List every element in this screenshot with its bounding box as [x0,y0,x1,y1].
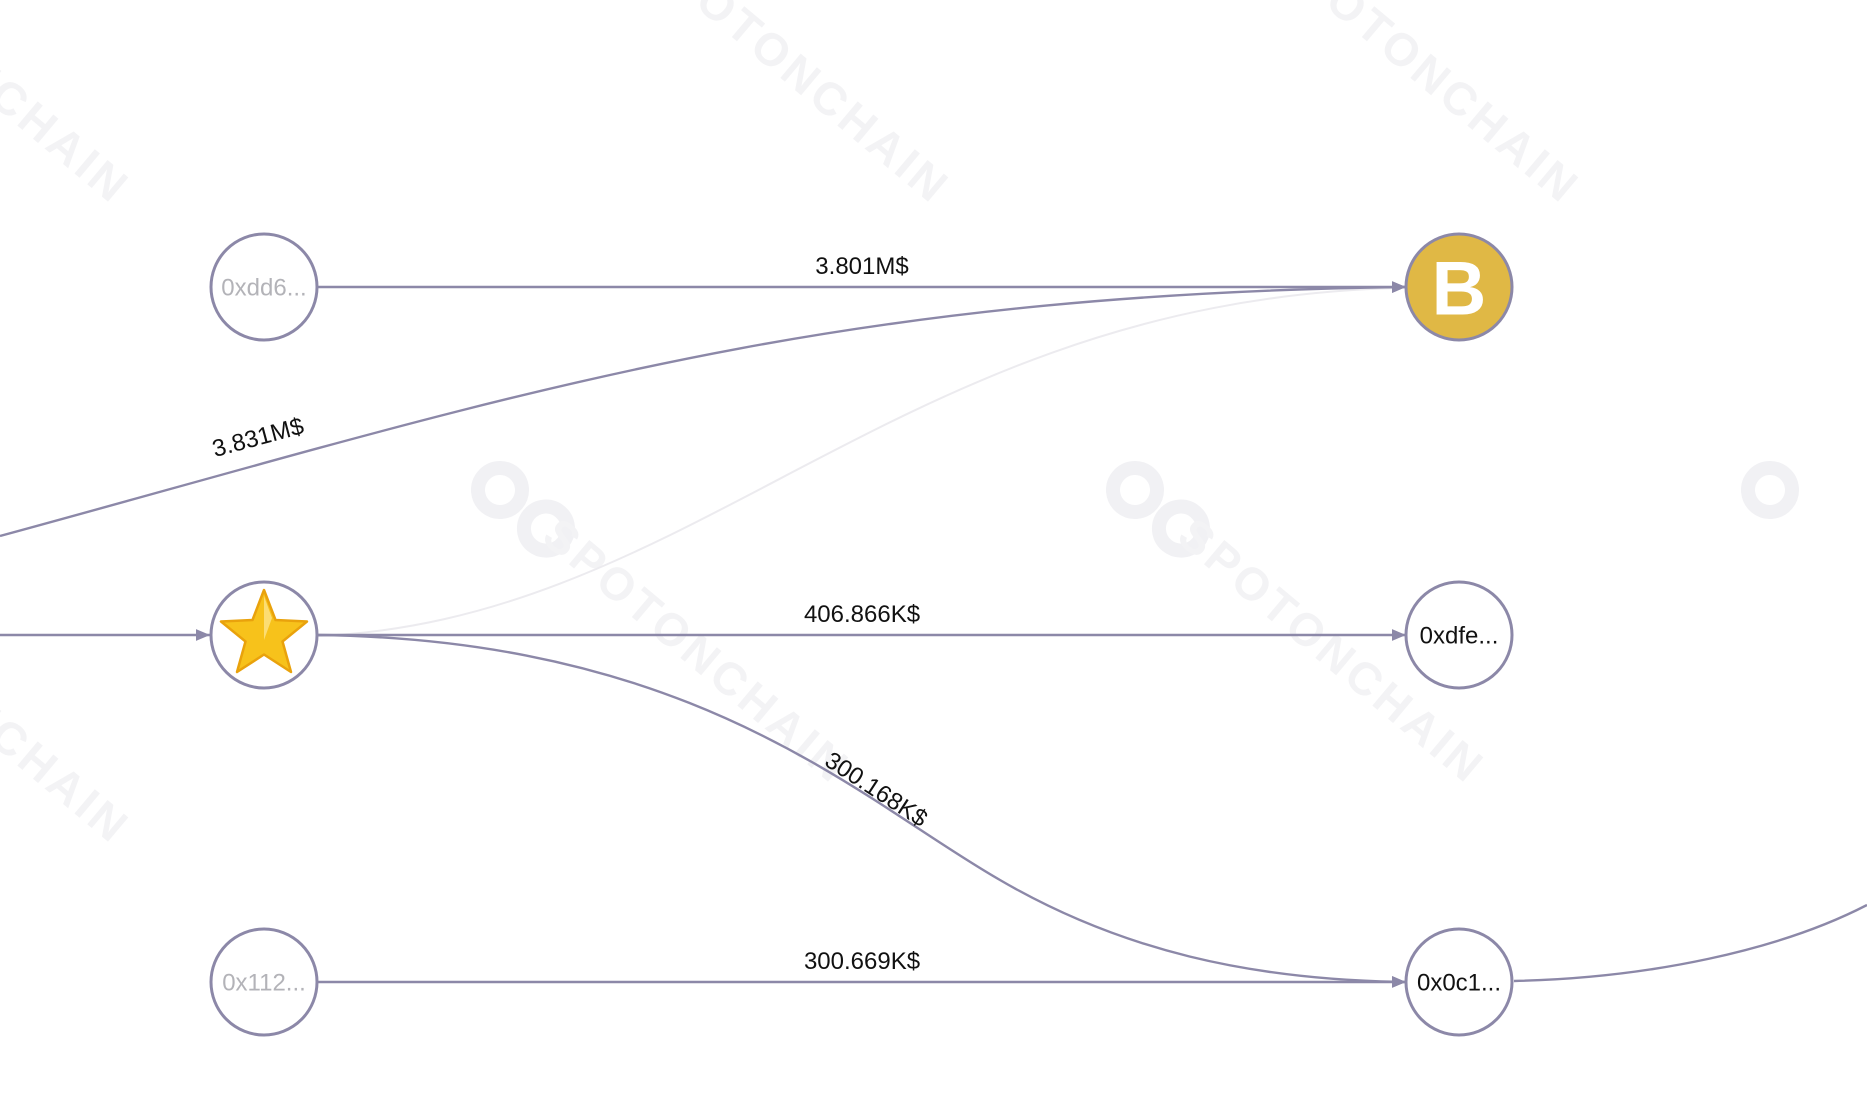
edge-label-star-0x0c1: 300.168K$ [820,747,932,833]
node-0xdd6[interactable]: 0xdd6... [209,232,319,342]
node-layer: 0xdd6... B 0xdfe... 0x112... 0x0c1... [209,232,1514,1037]
watermark-text: SPOTONCHAIN [634,0,961,214]
node-0x112[interactable]: 0x112... [209,927,319,1037]
edge-offscreen-to-binance[interactable] [0,281,1407,538]
node-star[interactable] [209,580,319,690]
watermark-logo [471,461,575,558]
watermark-text: SPOTONCHAIN [0,568,140,854]
watermark-text: SPOTONCHAIN [0,0,140,214]
node-label: 0xdd6... [221,275,306,302]
watermark-logo [1741,461,1799,519]
star-icon [219,588,309,674]
edge-star-to-binance[interactable] [317,287,1401,637]
edge-label-star-0xdfe: 406.866K$ [804,601,920,628]
binance-logo-letter: B [1432,247,1487,332]
edge-label-0x112-0x0c1: 300.669K$ [804,948,920,975]
node-0xdfe[interactable]: 0xdfe... [1404,580,1514,690]
watermark-text: SPOTONCHAIN [534,508,861,794]
watermark-text: SPOTONCHAIN [1264,0,1591,214]
node-binance[interactable]: B [1404,232,1514,342]
node-label: 0x112... [222,970,306,997]
node-label: 0x0c1... [1417,970,1501,997]
edge-label-0xdd6-binance: 3.801M$ [815,253,908,280]
edge-star-to-0x0c1[interactable] [317,633,1407,988]
node-label: 0xdfe... [1420,623,1499,650]
node-0x0c1[interactable]: 0x0c1... [1404,927,1514,1037]
edge-0x0c1-to-offscreen[interactable] [1513,903,1867,983]
watermark-logo [1106,461,1210,558]
